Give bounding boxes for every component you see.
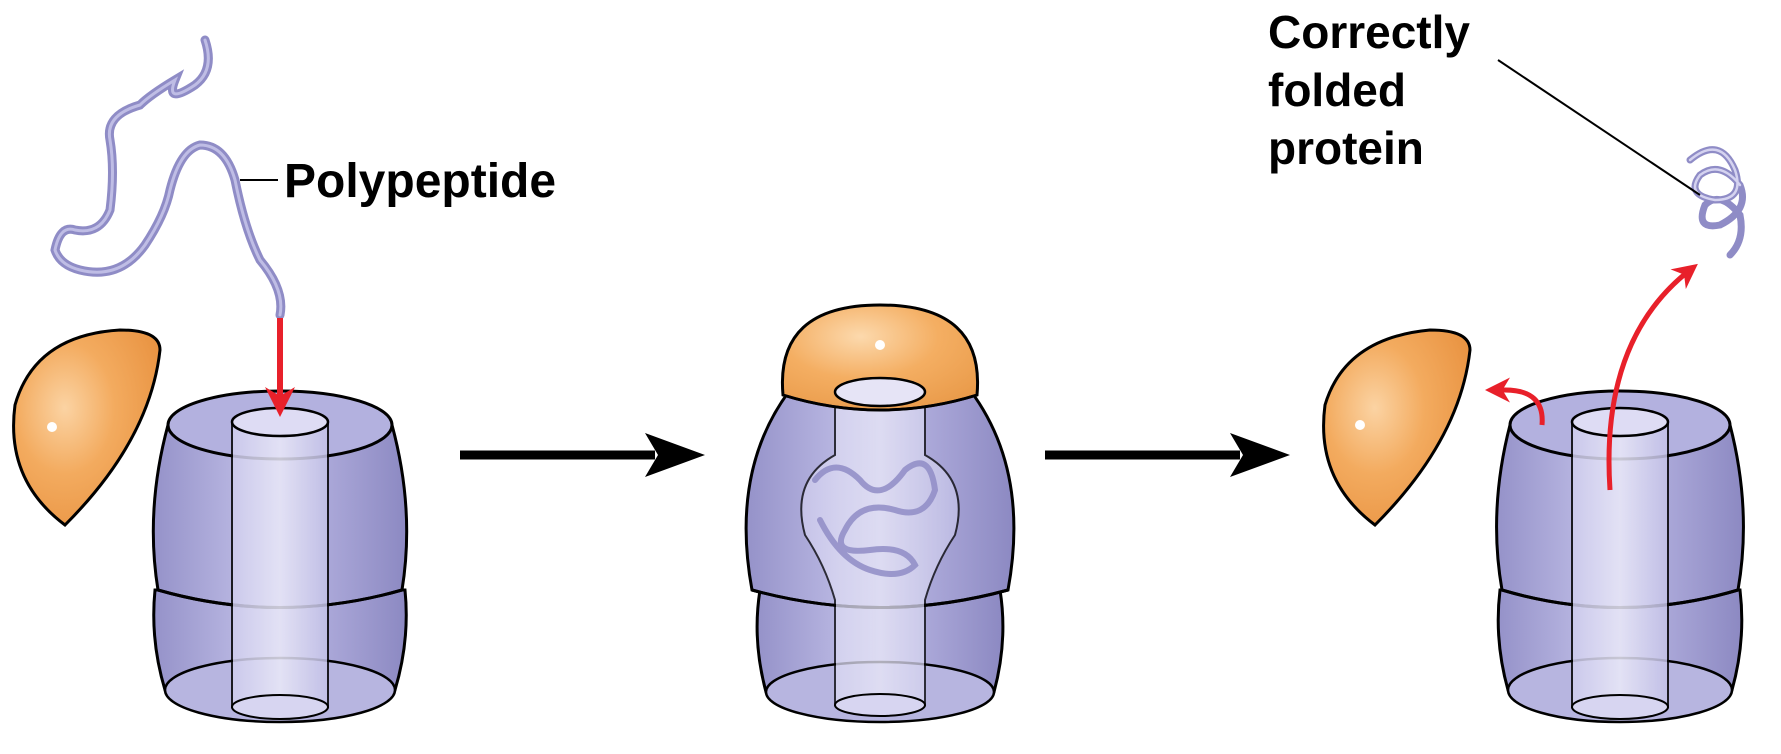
- folded-label-line-3: protein: [1268, 122, 1424, 174]
- panel-3-release: Correctly folded protein: [1268, 6, 1743, 722]
- chaperonin-central-cavity: [232, 422, 328, 707]
- folded-label-line-2: folded: [1268, 64, 1406, 116]
- folded-protein-label: Correctly folded protein: [1268, 6, 1483, 174]
- folded-protein-icon: [1690, 150, 1743, 255]
- cap-highlight: [47, 422, 57, 432]
- gro-es-cap: [14, 330, 160, 525]
- polypeptide-label: Polypeptide: [284, 155, 556, 208]
- folded-label-line-1: Correctly: [1268, 6, 1470, 58]
- process-arrow-2: [1045, 433, 1290, 477]
- process-arrow-1: [460, 433, 705, 477]
- folded-protein-leader-line: [1498, 60, 1700, 195]
- polypeptide-chain-icon: [55, 40, 281, 315]
- gro-es-cap: [1324, 330, 1470, 525]
- panel-2-capped-chaperonin: [746, 305, 1014, 722]
- panel-1-open-chaperonin: Polypeptide: [14, 40, 556, 722]
